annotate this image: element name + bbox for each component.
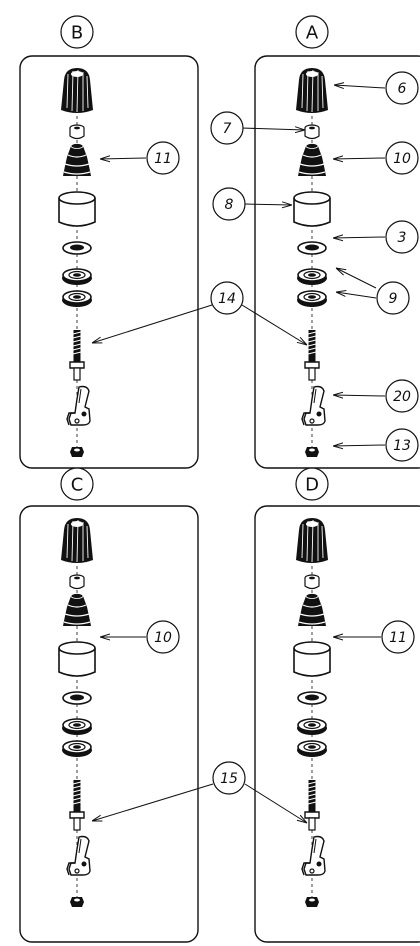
- panel-label-c: C: [60, 467, 94, 501]
- panel-frame-d: [254, 505, 420, 943]
- callout-20: 20: [385, 379, 419, 413]
- svg-text:10: 10: [393, 151, 411, 167]
- callout-6: 6: [385, 71, 419, 105]
- callout-13: 13: [385, 428, 419, 462]
- svg-text:10: 10: [154, 630, 172, 646]
- parts-stack-d: [294, 518, 330, 907]
- svg-text:B: B: [71, 23, 83, 44]
- svg-text:8: 8: [225, 197, 234, 213]
- panel-label-a: A: [295, 15, 329, 49]
- panel-frame-c: [19, 505, 199, 943]
- parts-stack-c: [59, 518, 95, 907]
- callout-10-c: 10: [146, 620, 180, 654]
- panel-frame-b: [19, 55, 199, 469]
- svg-text:13: 13: [393, 438, 411, 454]
- svg-text:20: 20: [393, 389, 411, 405]
- callout-14: 14: [210, 281, 244, 315]
- svg-text:D: D: [305, 475, 319, 496]
- callout-9: 9: [376, 281, 410, 315]
- svg-text:7: 7: [223, 121, 232, 137]
- svg-text:14: 14: [218, 291, 236, 307]
- callout-15: 15: [212, 761, 246, 795]
- svg-text:3: 3: [398, 230, 407, 246]
- panel-frame-a: [254, 55, 420, 469]
- panel-label-d: D: [295, 467, 329, 501]
- parts-stack-b: [59, 68, 95, 457]
- svg-text:C: C: [71, 475, 84, 496]
- parts-stack-a: [294, 68, 330, 457]
- callout-3: 3: [385, 220, 419, 254]
- leader-lines: [92, 85, 386, 823]
- callout-11-b: 11: [146, 141, 180, 175]
- svg-text:9: 9: [389, 291, 398, 307]
- svg-text:15: 15: [220, 771, 238, 787]
- callout-8: 8: [212, 187, 246, 221]
- svg-text:A: A: [306, 23, 319, 44]
- svg-text:11: 11: [389, 630, 407, 646]
- callout-10-a: 10: [385, 141, 419, 175]
- callout-7: 7: [210, 111, 244, 145]
- svg-text:11: 11: [154, 151, 172, 167]
- callout-11-d: 11: [381, 620, 415, 654]
- panel-label-b: B: [60, 15, 94, 49]
- svg-text:6: 6: [398, 81, 407, 97]
